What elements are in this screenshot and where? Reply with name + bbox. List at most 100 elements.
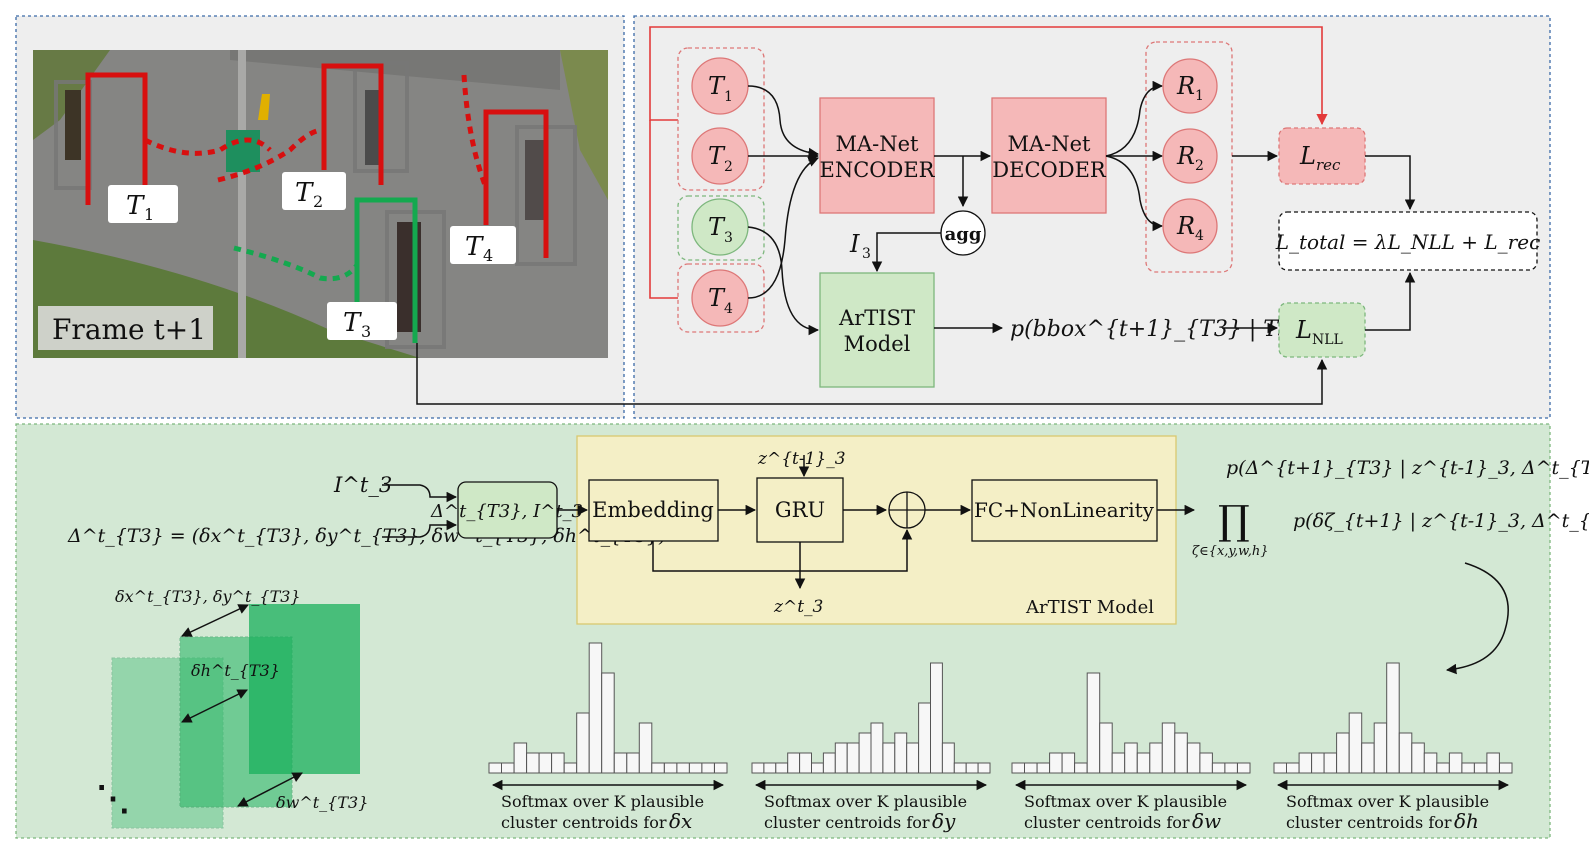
loss-total: L_total = λL_NLL + L_rec — [1275, 211, 1540, 271]
histogram-1-caption-line2: cluster centroids for — [501, 813, 667, 832]
histogram-1-bar — [601, 672, 615, 774]
svg-text:4: 4 — [724, 301, 733, 317]
reconstruction-r2: R 2 — [1162, 128, 1218, 184]
to-histograms-arrow — [1445, 562, 1509, 675]
input-delta-label: Δ^t_{T3} = (δx^t_{T3}, δy^t_{T3}, δw^t_{… — [67, 525, 666, 547]
continuation-dots: ⋱ — [96, 779, 130, 819]
reconstruction-group — [1145, 41, 1233, 273]
concat-box: Δ^t_{T3}, I^t_3 — [430, 481, 583, 539]
svg-text:T: T — [708, 213, 726, 241]
svg-text:T: T — [126, 191, 145, 221]
histogram-3-bar — [1211, 762, 1226, 774]
svg-text:3: 3 — [361, 322, 371, 341]
histogram-2-bar — [953, 762, 967, 774]
skip-connection — [652, 528, 913, 572]
histogram-2-caption-line1: Softmax over K plausible — [764, 792, 967, 811]
histogram-4-bar — [1398, 732, 1413, 774]
histogram-1-bar — [714, 762, 728, 774]
histogram-2-variable: δy — [932, 809, 956, 833]
softmax-histograms: Softmax over K plausible cluster centroid… — [488, 642, 1513, 833]
z-prev-label: z^{t-1}_3 — [757, 449, 846, 469]
product-index-set: ζ∈{x,y,w,h} — [1192, 544, 1269, 559]
histogram-3-bar — [1049, 752, 1063, 774]
svg-text:1: 1 — [724, 89, 733, 105]
svg-text:DECODER: DECODER — [992, 158, 1107, 182]
histogram-4-bar — [1423, 752, 1438, 774]
svg-text:I: I — [849, 230, 860, 258]
histogram-3-bar — [1161, 722, 1176, 774]
histogram-4-bar — [1386, 662, 1400, 774]
histogram-1-bar — [638, 722, 653, 774]
histogram-2-bar — [965, 762, 979, 774]
svg-text:3: 3 — [724, 230, 733, 246]
histogram-2-bar — [870, 722, 884, 774]
histogram-3-bar — [1099, 722, 1113, 774]
unobserved-tracks-group-bottom — [677, 263, 765, 333]
histogram-3-variable: δw — [1192, 809, 1221, 833]
histogram-3-bar — [1111, 752, 1126, 774]
histogram-2-bar — [799, 752, 812, 774]
reconstruction-r4: R 4 — [1162, 198, 1218, 254]
svg-text:Embedding: Embedding — [592, 498, 714, 522]
histogram-1-bar — [626, 752, 640, 774]
histogram-2-bar — [906, 742, 920, 774]
track-label-3: T 3 — [327, 302, 397, 341]
svg-text:R: R — [1176, 142, 1195, 170]
track-paths — [85, 63, 549, 343]
histogram-1-bar — [526, 752, 540, 774]
svg-text:agg: agg — [945, 224, 982, 245]
histogram-2-bar — [775, 762, 789, 774]
histogram-1-bar — [688, 762, 703, 774]
svg-text:rec: rec — [1316, 156, 1341, 174]
histogram-4-bar — [1348, 712, 1363, 774]
histogram-4-bar — [1473, 762, 1488, 774]
svg-text:T: T — [708, 142, 726, 170]
input-track-2: T 2 — [691, 127, 749, 185]
svg-text:L: L — [1295, 316, 1312, 344]
histogram-1-caption-line1: Softmax over K plausible — [501, 792, 704, 811]
rec-feedback-line — [649, 26, 1328, 126]
svg-text:Frame t+1: Frame t+1 — [52, 313, 206, 346]
decoder-output-arrows — [1105, 80, 1164, 232]
histogram-2-bar — [751, 762, 765, 774]
histogram-2-bar — [930, 662, 943, 774]
histogram-2-bar — [763, 762, 777, 774]
histogram-1-bar — [538, 752, 553, 774]
frame-label: Frame t+1 — [38, 306, 213, 350]
svg-text:ENCODER: ENCODER — [820, 158, 936, 182]
ma-net-decoder: MA-Net DECODER — [991, 97, 1107, 214]
histogram-3-bar — [1086, 672, 1101, 774]
svg-text:L: L — [1299, 142, 1316, 170]
input-track-3: T 3 — [691, 198, 749, 256]
histogram-4-bar — [1273, 762, 1287, 774]
track-label-4: T 4 — [450, 226, 516, 265]
svg-text:T: T — [708, 284, 726, 312]
loss-nll: L NLL — [1278, 302, 1366, 358]
input-track-4: T 4 — [691, 269, 749, 327]
histogram-1-variable: δx — [669, 809, 692, 833]
svg-text:R: R — [1176, 212, 1195, 240]
input-track-1: T 1 — [691, 57, 749, 115]
histogram-1-bar — [576, 712, 590, 774]
histogram-3-bar — [1036, 762, 1051, 774]
histogram-3-bar — [1237, 762, 1251, 774]
histogram-4-bar — [1373, 722, 1388, 774]
bbox-delta-illustration: δx^t_{T3}, δy^t_{T3} δh^t_{T3} δw^t_{T3}… — [96, 587, 368, 829]
histogram-4-bar — [1461, 762, 1475, 774]
histogram-3-bar — [1174, 732, 1188, 774]
histogram-1-bar — [501, 762, 515, 774]
histogram-3-caption-line2: cluster centroids for — [1024, 813, 1190, 832]
encoder-input-arrows — [747, 85, 820, 336]
histogram-2-bar — [941, 742, 955, 774]
svg-text:T: T — [708, 72, 726, 100]
histogram-2-bar — [882, 742, 896, 774]
histogram-4-caption-line2: cluster centroids for — [1286, 813, 1452, 832]
delta-xy-label: δx^t_{T3}, δy^t_{T3} — [115, 587, 301, 606]
histogram-4-bar — [1286, 762, 1300, 774]
histogram-2-bar — [918, 702, 931, 774]
histogram-2-bar — [977, 762, 991, 774]
svg-text:T: T — [465, 232, 484, 262]
histogram-4-bar — [1323, 752, 1338, 774]
artist-model-region-label: ArTIST Model — [1025, 597, 1154, 618]
histogram-4-bar — [1499, 762, 1513, 774]
